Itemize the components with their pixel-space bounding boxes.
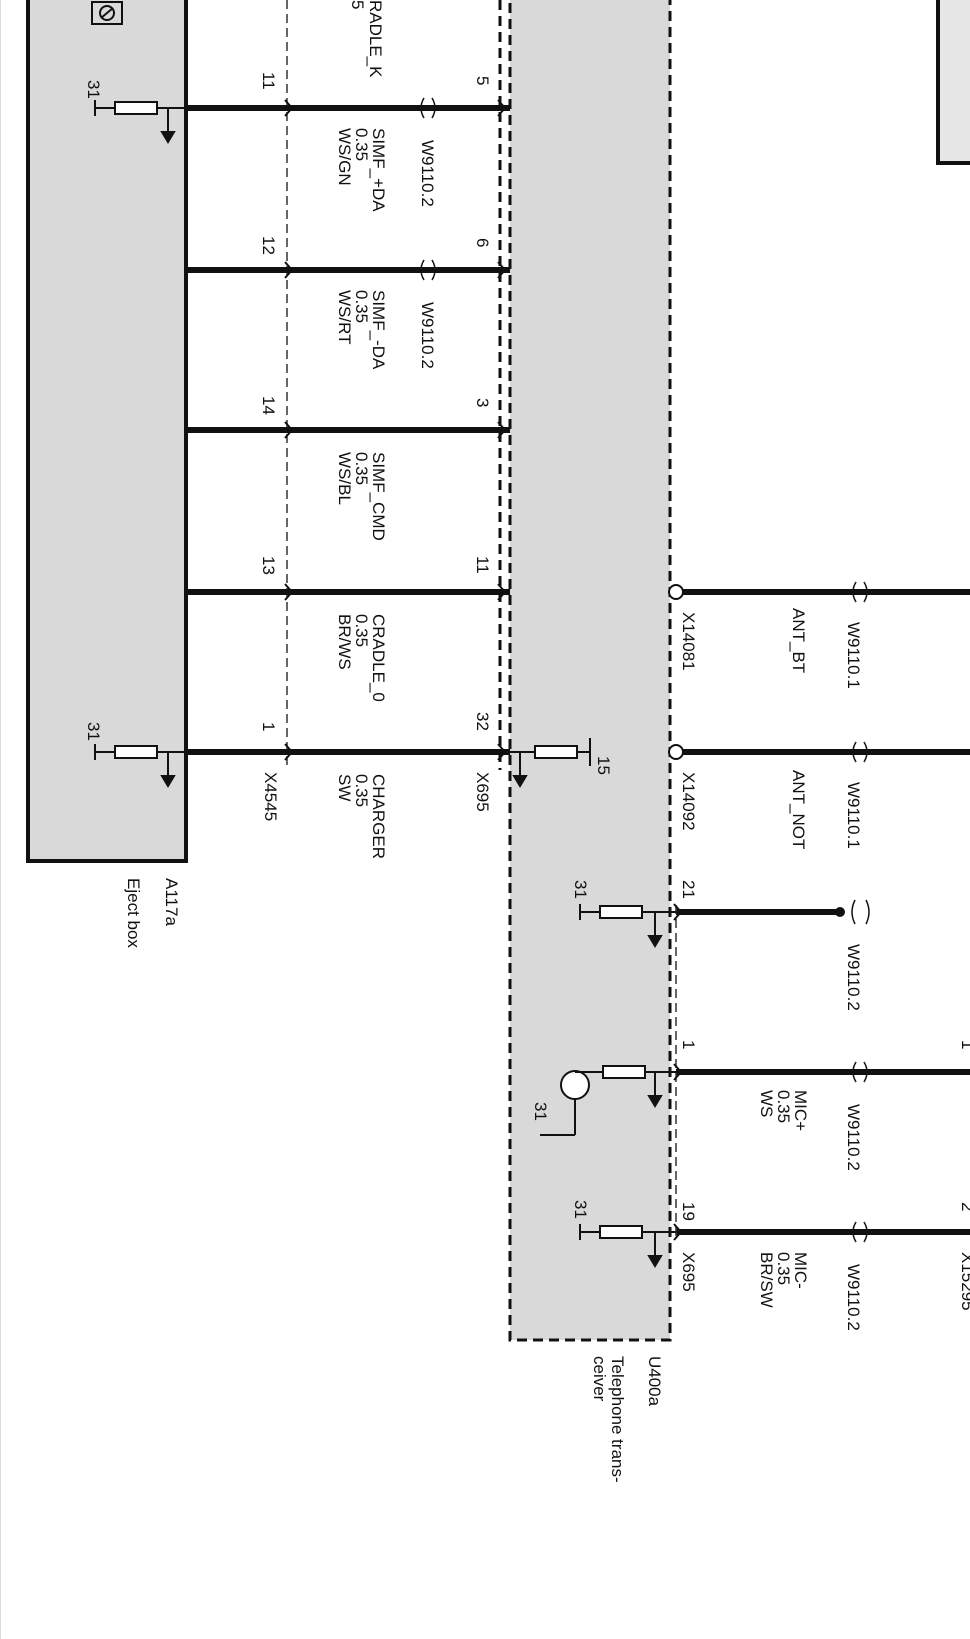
transceiver-name-2: ceiver xyxy=(590,1356,609,1402)
pin-right: 5 xyxy=(473,76,492,85)
harness-label: W9110.1 xyxy=(844,622,863,689)
transceiver-name: Telephone trans- xyxy=(608,1356,627,1483)
signal-color: BR/WS xyxy=(335,614,354,670)
connector-label: X4545 xyxy=(261,772,280,821)
signal-name: CHARGER xyxy=(369,774,388,859)
signal-gauge: 0.35 xyxy=(352,774,371,807)
ground-label: 15 xyxy=(594,756,613,775)
ground-label: 31 xyxy=(531,1102,550,1121)
signal-color: SW xyxy=(335,774,354,801)
pin-right-side: 1 xyxy=(679,1040,698,1049)
signal-color: WS/GN xyxy=(335,128,354,186)
transceiver-id: U400a xyxy=(645,1356,664,1407)
harness-label: W9110.2 xyxy=(418,140,437,207)
pin-left: 1 xyxy=(259,722,278,731)
signal-color: WS xyxy=(757,1090,776,1117)
pin-left: 12 xyxy=(259,236,278,255)
pin-right-side: 21 xyxy=(679,880,698,899)
pin-right: 32 xyxy=(473,712,492,731)
eject-box-icon xyxy=(91,1,123,25)
pin-left: 13 xyxy=(259,556,278,575)
pin-left: 11 xyxy=(259,72,278,90)
signal-color: BR/SW xyxy=(757,1252,776,1308)
connector-label: X14092 xyxy=(679,772,698,831)
transceiver-transistor xyxy=(540,1065,676,1136)
wire-group-right xyxy=(676,589,970,1235)
signal-name: ANT_BT xyxy=(789,608,808,673)
pin-left: 14 xyxy=(259,396,278,415)
harness-label: W9110.2 xyxy=(844,944,863,1011)
connector-label: X695 xyxy=(679,1252,698,1292)
signal-gauge: 0.35 xyxy=(352,290,371,323)
harness-label: W9110.2 xyxy=(418,302,437,369)
connector-forks-right xyxy=(673,903,683,1241)
signal-color: WS/RT xyxy=(335,290,354,344)
transceiver-resistor-21 xyxy=(579,904,676,948)
signal-name: SIMF_-DA xyxy=(369,290,388,370)
wire-group-left xyxy=(186,105,510,755)
transceiver-box xyxy=(508,0,672,1342)
signal-name: SIMF_CMD xyxy=(369,452,388,541)
transceiver-resistor-15 xyxy=(505,738,591,788)
harness-label: W9110.1 xyxy=(844,782,863,849)
edge-pin: 2 xyxy=(958,1202,970,1211)
connector-label: X14081 xyxy=(679,612,698,671)
pin-right-side: 19 xyxy=(679,1202,698,1221)
ground-label: 31 xyxy=(84,722,103,741)
signal-gauge: 0.35 xyxy=(352,614,371,647)
signal-name: CRADLE_0 xyxy=(369,614,388,702)
signal-gauge: 0.35 xyxy=(774,1090,793,1123)
transceiver-resistor-19 xyxy=(579,1224,676,1268)
signal-name: SIMF_+DA xyxy=(369,128,388,212)
eject-box xyxy=(26,0,188,863)
edge-connector: X15295 xyxy=(958,1252,970,1311)
eject-resistor-bottom xyxy=(94,744,186,788)
signal-gauge: 0.35 xyxy=(774,1252,793,1285)
harness-label: W9110.2 xyxy=(844,1104,863,1171)
eject-box-name: Eject box xyxy=(124,878,143,948)
ground-label: 31 xyxy=(84,80,103,99)
eject-box-id: A117a xyxy=(162,878,181,926)
cut-signal-label: RADLE_K xyxy=(366,0,385,78)
partial-box-top-right xyxy=(936,0,970,165)
harness-label: W9110.2 xyxy=(844,1264,863,1331)
connector-forks xyxy=(284,99,507,761)
pin-right: 11 xyxy=(473,556,492,574)
signal-color: WS/BL xyxy=(335,452,354,505)
cut-signal-label-2: 5 xyxy=(348,0,367,9)
connector-label: X695 xyxy=(473,772,492,812)
pin-right: 6 xyxy=(473,238,492,247)
signal-gauge: 0.35 xyxy=(352,128,371,161)
pin-right: 3 xyxy=(473,398,492,407)
signal-name: MIC- xyxy=(791,1252,810,1289)
eject-resistor-top xyxy=(94,100,186,144)
harness-breaks xyxy=(420,97,870,1243)
edge-pin: 1 xyxy=(958,1040,970,1049)
signal-name: MIC+ xyxy=(791,1090,810,1131)
antenna-terminals xyxy=(668,584,845,917)
ground-label: 31 xyxy=(571,1200,590,1219)
signal-name: ANT_NOT xyxy=(789,770,808,849)
signal-gauge: 0.35 xyxy=(352,452,371,485)
ground-label: 31 xyxy=(571,880,590,899)
